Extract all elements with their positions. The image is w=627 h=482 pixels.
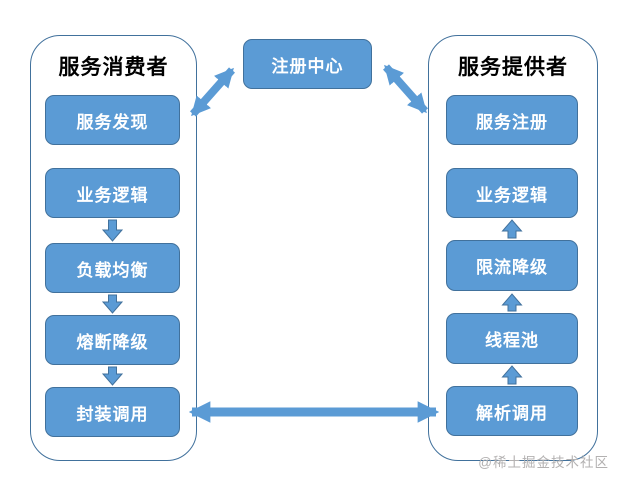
node-registry-center: 注册中心	[243, 39, 372, 89]
consumer-title: 服务消费者	[58, 56, 169, 79]
node-rate-limit-degrade: 限流降级	[446, 240, 578, 291]
provider-title: 服务提供者	[458, 56, 568, 79]
node-thread-pool: 线程池	[446, 313, 578, 364]
node-service-registration: 服务注册	[446, 95, 578, 145]
arrow-registry-registration-icon	[383, 64, 428, 114]
arrow-discovery-registry-icon	[190, 67, 235, 117]
node-load-balancing: 负载均衡	[45, 243, 180, 293]
node-consumer-business-logic: 业务逻辑	[45, 168, 180, 218]
node-provider-business-logic: 业务逻辑	[446, 168, 578, 218]
node-parse-call: 解析调用	[446, 386, 578, 436]
node-encapsulate-call: 封装调用	[45, 387, 180, 437]
node-circuit-break-degrade: 熔断降级	[45, 315, 180, 365]
node-service-discovery: 服务发现	[45, 95, 180, 145]
watermark-text: @稀土掘金技术社区	[478, 455, 609, 470]
